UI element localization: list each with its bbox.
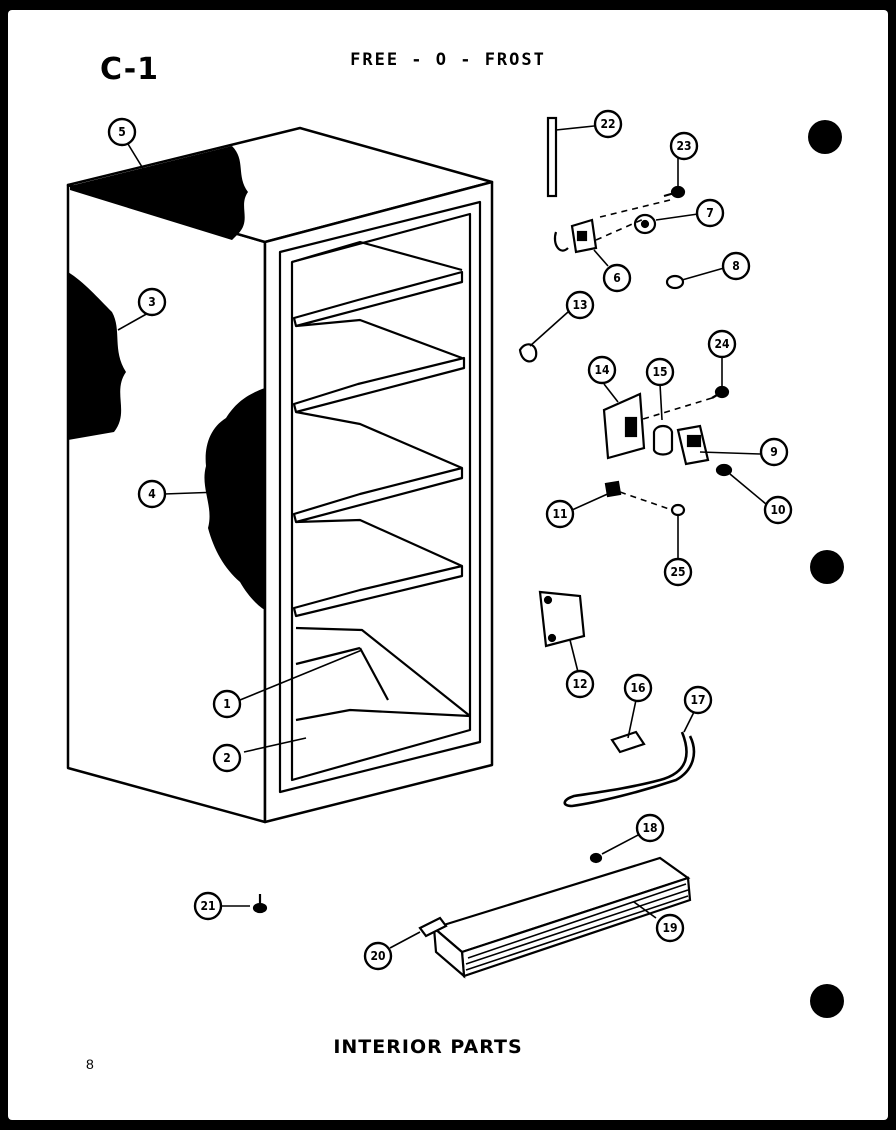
callouts: 5 3 4 1 2 22 23 7 6 8 13 14 15 24 9 10 1… xyxy=(107,109,793,971)
part-15-insert xyxy=(652,424,674,456)
callout-6: 6 xyxy=(602,263,632,293)
binder-hole-middle xyxy=(810,550,844,584)
callout-15: 15 xyxy=(645,357,675,387)
callout-label: 3 xyxy=(148,295,156,309)
callout-10: 10 xyxy=(763,495,793,525)
part-20-clip xyxy=(418,916,448,938)
callout-label: 23 xyxy=(676,139,691,153)
callout-3: 3 xyxy=(137,287,167,317)
part-10-screw xyxy=(715,463,733,477)
shelf-1 xyxy=(292,270,464,328)
page-number: 8 xyxy=(86,1056,94,1072)
callout-13: 13 xyxy=(565,290,595,320)
callout-9: 9 xyxy=(759,437,789,467)
part-17-heater-wire xyxy=(563,731,696,808)
part-25-screw xyxy=(670,503,686,517)
callout-label: 13 xyxy=(572,298,587,312)
callout-label: 5 xyxy=(118,125,126,139)
callout-label: 8 xyxy=(732,259,740,273)
part-24-screw xyxy=(711,385,730,399)
callout-label: 17 xyxy=(690,693,705,707)
callout-21: 21 xyxy=(193,891,223,921)
callout-22: 22 xyxy=(593,109,623,139)
callout-8: 8 xyxy=(721,251,751,281)
part-8-nut xyxy=(665,274,685,290)
callout-label: 6 xyxy=(613,271,621,285)
callout-4: 4 xyxy=(137,479,167,509)
callout-label: 4 xyxy=(148,487,156,501)
callout-25: 25 xyxy=(663,557,693,587)
callout-1: 1 xyxy=(212,689,242,719)
interior-liner xyxy=(278,200,482,794)
callout-24: 24 xyxy=(707,329,737,359)
part-19-grille xyxy=(431,856,692,979)
callout-label: 7 xyxy=(706,206,714,220)
callout-label: 18 xyxy=(642,821,657,835)
callout-label: 19 xyxy=(662,921,677,935)
callout-label: 12 xyxy=(572,677,587,691)
callout-2: 2 xyxy=(212,743,242,773)
side-insulation-lower xyxy=(204,388,265,610)
callout-label: 15 xyxy=(652,365,667,379)
callout-label: 22 xyxy=(600,117,615,131)
callout-5: 5 xyxy=(107,117,137,147)
shelf-3 xyxy=(292,466,464,524)
binder-hole-top xyxy=(808,120,842,154)
shelf-2 xyxy=(292,356,466,414)
section-id: C-1 xyxy=(100,52,160,87)
part-13-clip xyxy=(518,343,538,363)
callout-label: 25 xyxy=(670,565,685,579)
callout-7: 7 xyxy=(695,198,725,228)
part-18-screw xyxy=(589,852,603,864)
part-6-bracket xyxy=(553,218,598,254)
callout-label: 2 xyxy=(223,751,231,765)
binder-hole-bottom xyxy=(810,984,844,1018)
callout-label: 24 xyxy=(714,337,730,351)
callout-16: 16 xyxy=(623,673,653,703)
part-22-rod xyxy=(546,116,558,198)
callout-19: 19 xyxy=(655,913,685,943)
part-21-screw xyxy=(252,894,268,914)
callout-label: 1 xyxy=(223,697,231,711)
callout-label: 16 xyxy=(630,681,645,695)
callout-11: 11 xyxy=(545,499,575,529)
callout-label: 11 xyxy=(552,507,567,521)
callout-label: 9 xyxy=(770,445,778,459)
part-14-switch-plate xyxy=(602,392,646,460)
part-23-screw xyxy=(663,185,686,199)
leader-lines xyxy=(117,125,767,949)
parts xyxy=(252,116,733,979)
diagram-title: INTERIOR PARTS xyxy=(333,1036,523,1058)
shelf-4 xyxy=(292,564,464,618)
callout-12: 12 xyxy=(565,669,595,699)
callout-label: 14 xyxy=(594,363,610,377)
callout-14: 14 xyxy=(587,355,617,385)
callout-label: 20 xyxy=(370,949,385,963)
liner-edge xyxy=(290,212,472,782)
callout-20: 20 xyxy=(363,941,393,971)
callout-23: 23 xyxy=(669,131,699,161)
header-title: FREE - O - FROST xyxy=(350,50,546,70)
part-12-cover xyxy=(538,590,586,648)
side-insulation-upper xyxy=(68,272,126,440)
callout-17: 17 xyxy=(683,685,713,715)
callout-label: 21 xyxy=(200,899,215,913)
top-insulation xyxy=(70,146,248,240)
callout-18: 18 xyxy=(635,813,665,843)
callout-label: 10 xyxy=(770,503,785,517)
